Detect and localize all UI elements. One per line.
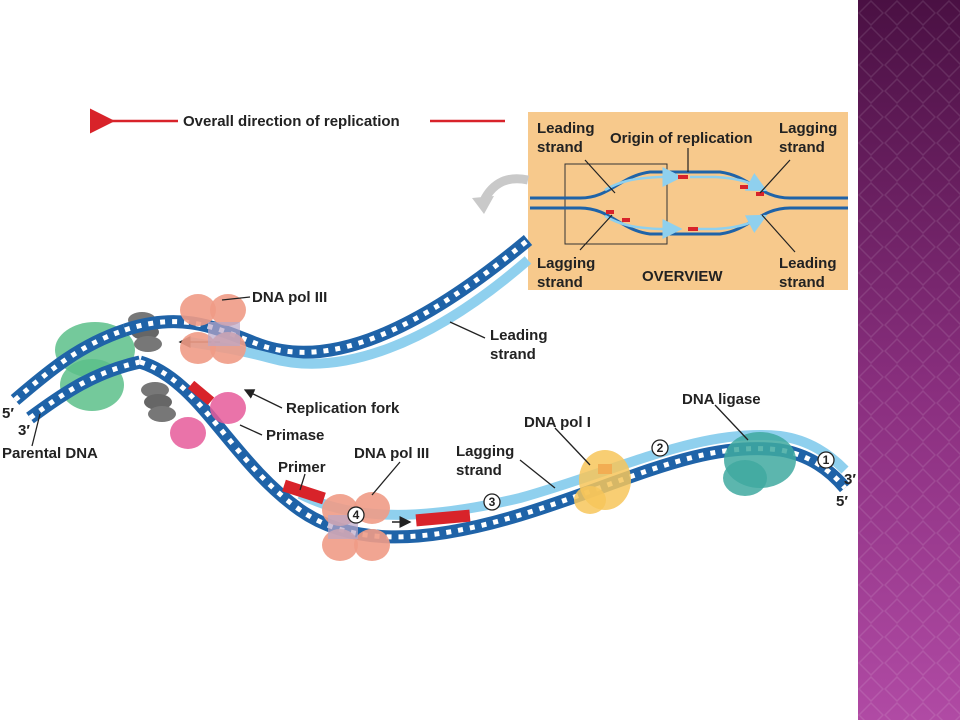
label-primer: Primer (278, 459, 326, 476)
primase-enzyme (170, 392, 246, 449)
overview-leading-left-l1: Leading (537, 120, 595, 137)
primer-segment-4 (187, 380, 215, 406)
leading-template-rungs (124, 238, 530, 355)
overview-origin: Origin of replication (610, 130, 753, 147)
overview-lagging-left-l1: Lagging (537, 255, 595, 272)
overview-lagging-left-l2: strand (537, 274, 583, 291)
dna-pol-i-enzyme (574, 450, 631, 514)
sidebar-decoration (858, 0, 960, 720)
dna-ligase-enzyme (723, 432, 796, 496)
label-leaders (31, 296, 749, 496)
zoom-arrowhead (472, 196, 494, 214)
overview-lagging-right-l1: Lagging (779, 120, 837, 137)
label-dna-ligase: DNA ligase (682, 391, 761, 408)
label-five-prime-right: 5′ (836, 493, 848, 510)
label-five-prime-left: 5′ (2, 405, 14, 422)
label-lagging-strand-l2: strand (456, 462, 502, 479)
label-primase: Primase (266, 427, 324, 444)
overview-lagging-right-l2: strand (779, 139, 825, 156)
step-marker-1: 1 (817, 451, 835, 469)
label-dna-pol-iii-top: DNA pol III (252, 289, 327, 306)
step-number-3: 3 (489, 495, 496, 509)
lagging-template-rungs (139, 359, 847, 540)
step-number-4: 4 (353, 508, 360, 522)
label-parental-dna: Parental DNA (2, 445, 98, 462)
step-number-2: 2 (657, 441, 664, 455)
parental-rungs-b (28, 359, 141, 421)
primer-segment-1 (282, 479, 326, 505)
overview-title: OVERVIEW (642, 268, 723, 285)
primer-segment-2 (415, 509, 471, 527)
step-marker-3: 3 (483, 493, 501, 511)
label-dna-pol-i: DNA pol I (524, 414, 591, 431)
label-dna-pol-iii-bottom: DNA pol III (354, 445, 429, 462)
direction-label: Overall direction of replication (183, 113, 400, 130)
label-three-prime-left: 3′ (18, 422, 30, 439)
overview-leading-left-l2: strand (537, 139, 583, 156)
step-marker-4: 4 (347, 506, 365, 524)
dna-pol-iii-bottom-enzyme (322, 492, 390, 561)
label-lagging-strand-l1: Lagging (456, 443, 514, 460)
step-marker-2: 2 (651, 439, 669, 457)
parental-rungs-a (13, 327, 126, 402)
overview-panel (528, 112, 848, 290)
label-leading-strand-l2: strand (490, 346, 536, 363)
dna-pol-iii-top-enzyme (180, 294, 246, 364)
step-number-1: 1 (823, 453, 830, 467)
overview-leading-right-l1: Leading (779, 255, 837, 272)
label-three-prime-right: 3′ (844, 471, 856, 488)
label-replication-fork: Replication fork (286, 400, 400, 417)
overview-leading-right-l2: strand (779, 274, 825, 291)
label-leading-strand-l1: Leading (490, 327, 548, 344)
